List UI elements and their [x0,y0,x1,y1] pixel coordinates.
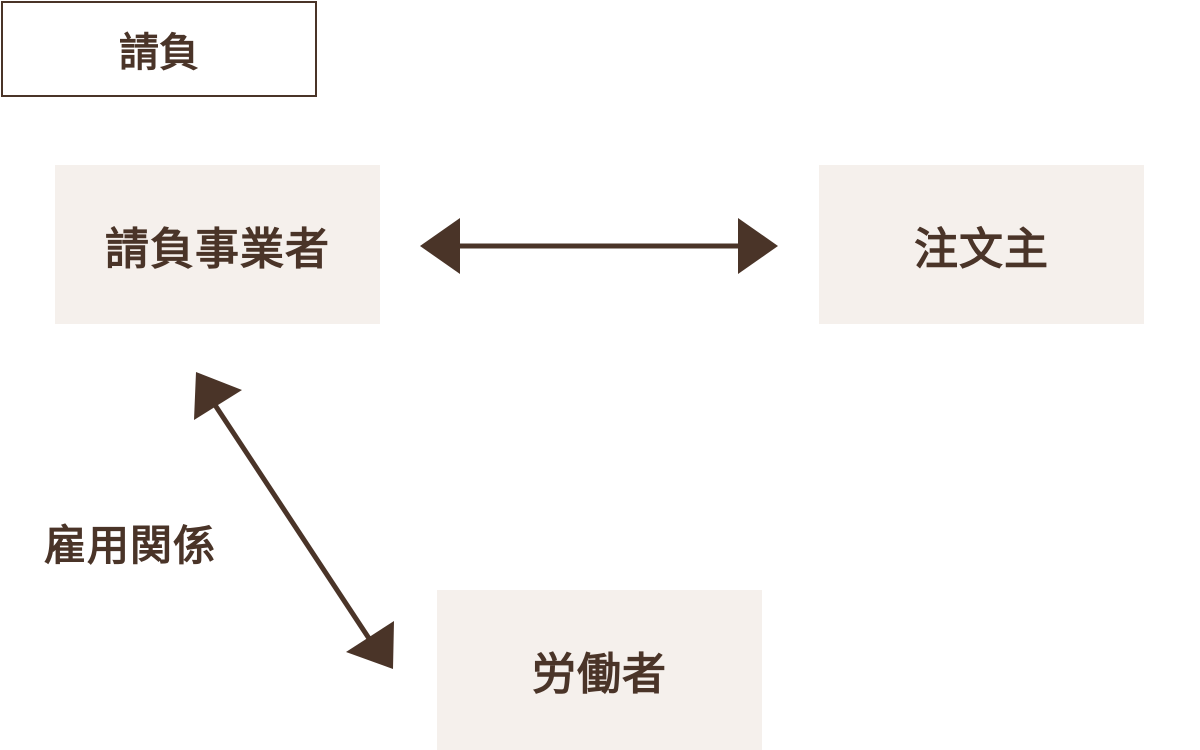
diagram-title: 請負 [1,1,317,97]
node-worker: 労働者 [437,590,762,750]
node-contractor-label: 請負事業者 [105,223,330,275]
node-contractor: 請負事業者 [55,165,380,324]
diagram-title-text: 請負 [119,30,199,76]
arrow-contractor-client [420,218,778,274]
arrow-head-down [346,621,394,669]
node-worker-label: 労働者 [532,649,667,700]
arrow-contractor-worker [194,372,394,669]
node-client: 注文主 [819,165,1144,324]
employment-relation-label: 雇用関係 [44,510,254,574]
arrow-head-left [420,218,460,274]
node-client-label: 注文主 [914,223,1049,275]
arrow-head-up [194,372,242,420]
arrow-head-right [738,218,778,274]
employment-relation-text: 雇用関係 [44,520,217,570]
arrow-contractor-worker-shaft [212,403,375,645]
